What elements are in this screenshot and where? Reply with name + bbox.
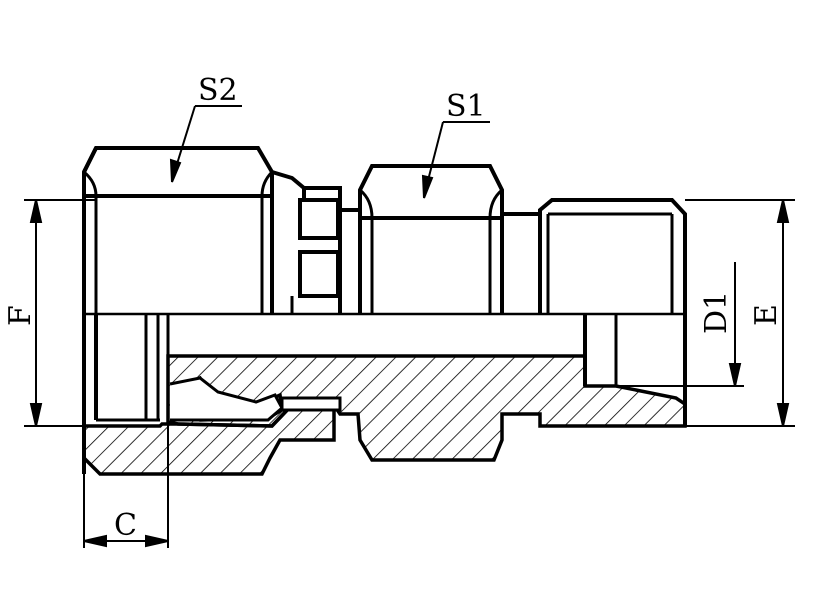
dimension-e (685, 199, 795, 427)
leader-s1 (421, 121, 490, 199)
label-s1: S1 (446, 89, 486, 124)
section-hatch (82, 354, 687, 476)
label-e: E (749, 304, 784, 326)
dimension-f (24, 199, 96, 427)
body-hex (358, 164, 504, 314)
leader-s2 (169, 105, 242, 183)
label-d1: D1 (699, 291, 734, 334)
label-f: F (3, 305, 38, 326)
dimension-c (83, 420, 169, 548)
neck (271, 170, 360, 314)
dimension-d1 (616, 262, 744, 387)
label-c: C (114, 508, 137, 543)
label-s2: S2 (198, 73, 238, 108)
male-thread (502, 198, 687, 426)
swivel-nut (82, 146, 274, 474)
